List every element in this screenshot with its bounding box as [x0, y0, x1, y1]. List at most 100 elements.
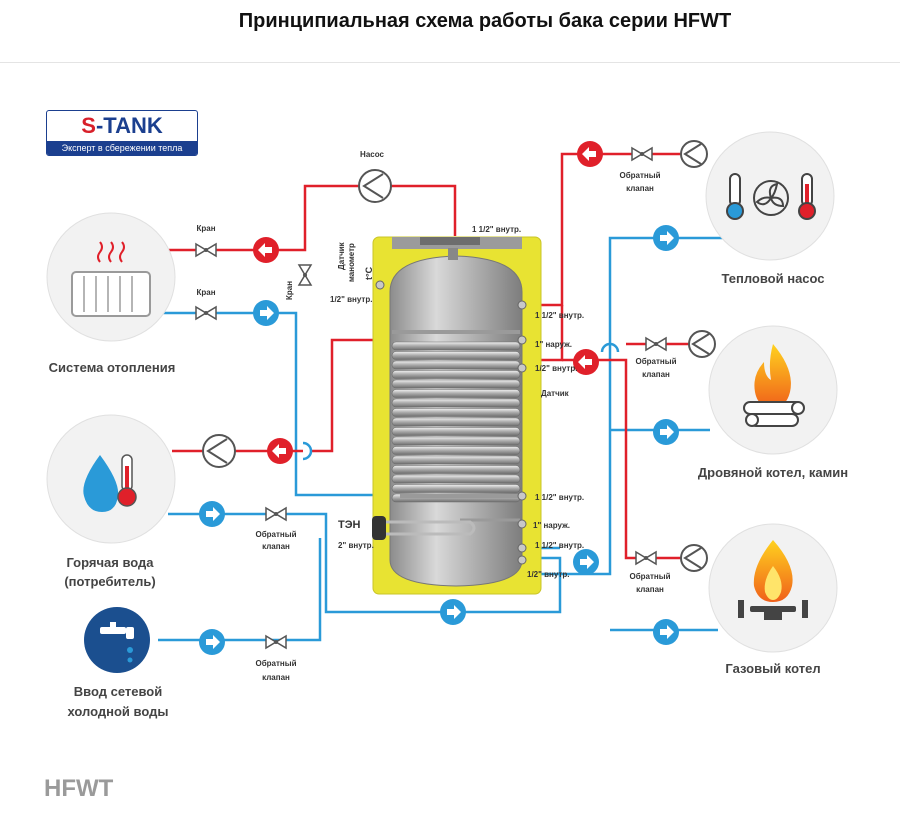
- coil-turn: [391, 351, 521, 360]
- water-drop-icon: [83, 455, 119, 512]
- flow-arrow-cold-hotwater: [199, 501, 225, 527]
- gas-boiler: [708, 523, 838, 653]
- coil-turn: [391, 417, 521, 427]
- valve-label: Кран: [196, 224, 215, 233]
- circulation-pump-icon: [358, 169, 392, 203]
- page-title: Принципиальная схема работы бака серии H…: [238, 10, 732, 32]
- heating-system: [46, 212, 176, 342]
- flow-arrow-cold-heating: [253, 300, 279, 326]
- check-valve-icon: [631, 147, 653, 161]
- sensor-label: Датчик: [541, 389, 570, 398]
- s-tank-logo: S-TANK Эксперт в сбережении тепла: [46, 110, 198, 156]
- circulation-pump-icon: [680, 544, 708, 572]
- port-label: 1 1/2" внутр.: [535, 311, 584, 320]
- check-valve-label: клапан: [626, 184, 654, 193]
- coil-turn: [391, 474, 521, 484]
- wood-boiler: [708, 325, 838, 455]
- ball-valve-icon: [195, 243, 217, 257]
- coil-turn: [391, 446, 521, 455]
- flow-arrow-cold-wood: [653, 419, 679, 445]
- flow-arrow-cold-inlet: [199, 629, 225, 655]
- model-footer: HFWT: [44, 775, 114, 802]
- coil-turn: [391, 370, 521, 379]
- coil-turn: [391, 398, 521, 408]
- circulation-pump-icon: [688, 330, 716, 358]
- heat-waves-icon: [97, 241, 125, 263]
- hot-water-consumer: [46, 414, 176, 544]
- thermometer-hot-icon: [798, 173, 816, 220]
- burner-icon: [738, 600, 808, 620]
- circulation-pump-icon: [680, 140, 708, 168]
- coil-turn: [391, 465, 521, 474]
- flow-arrow-hot-heatpump: [577, 141, 603, 167]
- port-label: 1" наруж.: [535, 340, 572, 349]
- check-valve-label: Обратный: [256, 530, 297, 539]
- flow-arrow-hot-heating: [253, 237, 279, 263]
- check-valve-icon: [265, 507, 287, 521]
- faucet-icon: [100, 622, 134, 639]
- hot-water-label-2: (потребитель): [64, 574, 155, 589]
- coil-turn: [391, 360, 521, 370]
- fire-icon: [754, 344, 791, 408]
- coil-turn: [391, 484, 521, 493]
- valve-label: Кран: [196, 288, 215, 297]
- flow-arrow-cold-heatpump: [653, 225, 679, 251]
- coil-turn: [391, 427, 521, 436]
- cold-water-label-2: холодной воды: [68, 704, 169, 719]
- radiator-icon: [71, 271, 151, 317]
- pump-label: Насос: [360, 150, 384, 159]
- flow-arrow-cold-right: [573, 549, 599, 575]
- ten-label: ТЭН: [338, 519, 361, 531]
- port-label: 1/2" внутр.: [527, 570, 569, 579]
- check-valve-label: Обратный: [620, 171, 661, 180]
- check-valve-icon: [645, 337, 667, 351]
- thermometer-cold-icon: [726, 173, 744, 220]
- heat-pump: [705, 131, 835, 261]
- cold-water-inlet: [84, 607, 150, 673]
- check-valve-label: Обратный: [636, 357, 677, 366]
- gas-boiler-label: Газовый котел: [725, 661, 820, 676]
- check-valve-icon: [265, 635, 287, 649]
- flow-arrow-hot-water: [267, 438, 293, 464]
- logo-brand: S-TANK: [81, 113, 163, 138]
- fan-icon: [753, 180, 789, 216]
- check-valve-label: клапан: [642, 370, 670, 379]
- port-label-left: 1/2" внутр.: [330, 295, 372, 304]
- logo-slogan: Эксперт в сбережении тепла: [47, 141, 197, 155]
- port-label-top: 1 1/2" внутр.: [472, 225, 521, 234]
- ball-valve-icon: [195, 306, 217, 320]
- port-label: 1 1/2" внутр.: [535, 493, 584, 502]
- port-label: 1" наруж.: [533, 521, 570, 530]
- ten-heater: [372, 516, 476, 540]
- port-label: 1 1/2" внутр.: [535, 541, 584, 550]
- logs-icon: [743, 401, 805, 427]
- flow-arrow-cold-gas: [653, 619, 679, 645]
- heating-label: Система отопления: [49, 360, 176, 375]
- ball-valve-vertical-icon: [298, 264, 312, 286]
- check-valve-label: Обратный: [630, 572, 671, 581]
- coil-turn: [391, 379, 521, 389]
- cold-water-label: Ввод сетевой: [74, 684, 162, 699]
- sensor-label: Датчик: [337, 241, 346, 270]
- port-label: 1/2" внутр.: [535, 364, 577, 373]
- coil-turn: [391, 341, 521, 351]
- hot-water-label: Горячая вода: [66, 555, 154, 570]
- heat-exchanger-coil: [391, 341, 521, 503]
- coil-turn: [391, 436, 521, 446]
- valve-vertical-label: Кран: [285, 281, 294, 300]
- check-valve-label: клапан: [636, 585, 664, 594]
- title-divider: [0, 62, 900, 63]
- flow-arrow-cold-bottom: [440, 599, 466, 625]
- ten-port-label: 2" внутр.: [338, 541, 374, 550]
- coil-turn: [391, 455, 521, 465]
- coil-turn: [391, 408, 521, 417]
- check-valve-label: клапан: [262, 542, 290, 551]
- wood-boiler-label: Дровяной котел, камин: [698, 465, 848, 480]
- heat-pump-label: Тепловой насос: [721, 271, 824, 286]
- check-valve-label: клапан: [262, 673, 290, 682]
- coil-turn: [391, 389, 521, 398]
- temperature-label: t°C: [364, 266, 374, 280]
- check-valve-label: Обратный: [256, 659, 297, 668]
- circulation-pump-icon: [202, 434, 236, 468]
